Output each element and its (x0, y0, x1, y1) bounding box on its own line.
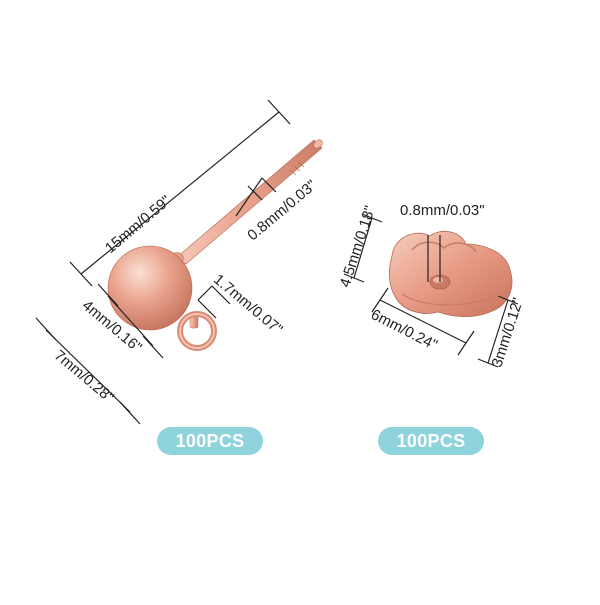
dim-loop-label: 1.7mm/0.07" (210, 271, 286, 338)
ball-stud-earring (107, 139, 323, 351)
dim-hole-label: 0.8mm/0.03" (400, 202, 485, 219)
stud-loop (177, 311, 217, 351)
right-dimension-lines (343, 213, 519, 368)
quantity-badge-right: 100PCS (378, 427, 484, 455)
stud-ball (107, 245, 193, 331)
dim-height-label: 4.5mm/0.18" (337, 204, 379, 290)
dim-length-label: 15mm/0.59" (102, 192, 174, 257)
ear-nut (388, 230, 513, 317)
dim-total-label: 7mm/0.28" (51, 347, 117, 406)
left-dimension-lines (35, 99, 291, 425)
quantity-badge-left: 100PCS (157, 427, 263, 455)
